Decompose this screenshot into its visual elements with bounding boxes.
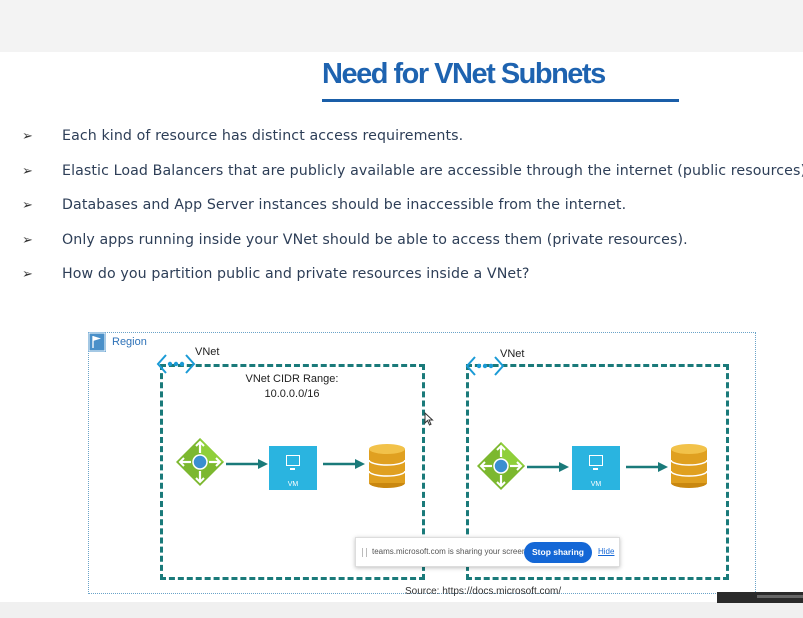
screen-sharing-bar: teams.microsoft.com is sharing your scre… <box>355 537 620 567</box>
vnet-cidr: VNet CIDR Range: 10.0.0.0/16 <box>232 372 352 402</box>
hide-link[interactable]: Hide <box>598 547 615 556</box>
slide-title: Need for VNet Subnets <box>322 58 606 90</box>
bullet-item: ➢ How do you partition public and privat… <box>22 266 797 301</box>
sharing-message: teams.microsoft.com is sharing your scre… <box>372 547 529 556</box>
drag-handle-icon[interactable] <box>362 548 367 557</box>
vnet-boundary <box>160 364 425 580</box>
vnet-boundary <box>466 364 729 580</box>
arrow-right-icon <box>527 462 569 472</box>
region-label: Region <box>112 336 147 348</box>
bottom-bar-area <box>0 602 803 618</box>
arrowhead-bullet-icon: ➢ <box>22 267 33 282</box>
taskbar-fragment <box>717 592 803 603</box>
bullet-text: Elastic Load Balancers that are publicly… <box>62 162 803 179</box>
vnet-icon <box>156 354 196 374</box>
arrow-right-icon <box>226 459 268 469</box>
bullet-text: Only apps running inside your VNet shoul… <box>62 231 688 248</box>
vm-label: VM <box>590 481 602 488</box>
bullet-item: ➢ Only apps running inside your VNet sho… <box>22 232 797 267</box>
arrowhead-bullet-icon: ➢ <box>22 129 33 144</box>
vm-label: VM <box>287 481 299 488</box>
vm-icon: VM <box>269 446 317 490</box>
bullet-text: Databases and App Server instances shoul… <box>62 197 627 213</box>
arrowhead-bullet-icon: ➢ <box>22 163 33 179</box>
monitor-icon <box>286 455 300 470</box>
source-credit: Source: https://docs.microsoft.com/ <box>405 586 562 597</box>
cidr-value: 10.0.0.0/16 <box>264 388 320 400</box>
mouse-cursor-icon <box>424 411 434 426</box>
region-flag-icon <box>88 332 106 352</box>
vnet-label: VNet <box>500 348 525 360</box>
arrow-right-icon <box>626 462 668 472</box>
stop-sharing-button[interactable]: Stop sharing <box>524 542 592 563</box>
arrowhead-bullet-icon: ➢ <box>22 232 33 248</box>
vnet-label: VNet <box>195 346 220 358</box>
bullet-list: ➢ Each kind of resource has distinct acc… <box>22 128 803 301</box>
vm-icon: VM <box>572 446 620 490</box>
vnet-icon <box>465 356 505 376</box>
load-balancer-icon <box>176 438 224 486</box>
database-icon <box>670 444 708 488</box>
bullet-item: ➢ Each kind of resource has distinct acc… <box>22 128 797 163</box>
arrow-right-icon <box>323 459 365 469</box>
bullet-text: How do you partition public and private … <box>62 266 530 282</box>
bullet-item: ➢ Databases and App Server instances sho… <box>22 197 797 232</box>
load-balancer-icon <box>477 442 525 490</box>
top-toolbar-area <box>0 0 803 52</box>
title-underline <box>322 99 679 102</box>
bullet-text: Each kind of resource has distinct acces… <box>62 128 464 144</box>
database-icon <box>368 444 406 488</box>
cidr-title: VNet CIDR Range: <box>245 373 339 385</box>
region-boundary <box>88 332 756 594</box>
arrowhead-bullet-icon: ➢ <box>22 198 33 213</box>
monitor-icon <box>589 455 603 470</box>
bullet-item: ➢ Elastic Load Balancers that are public… <box>22 163 803 198</box>
